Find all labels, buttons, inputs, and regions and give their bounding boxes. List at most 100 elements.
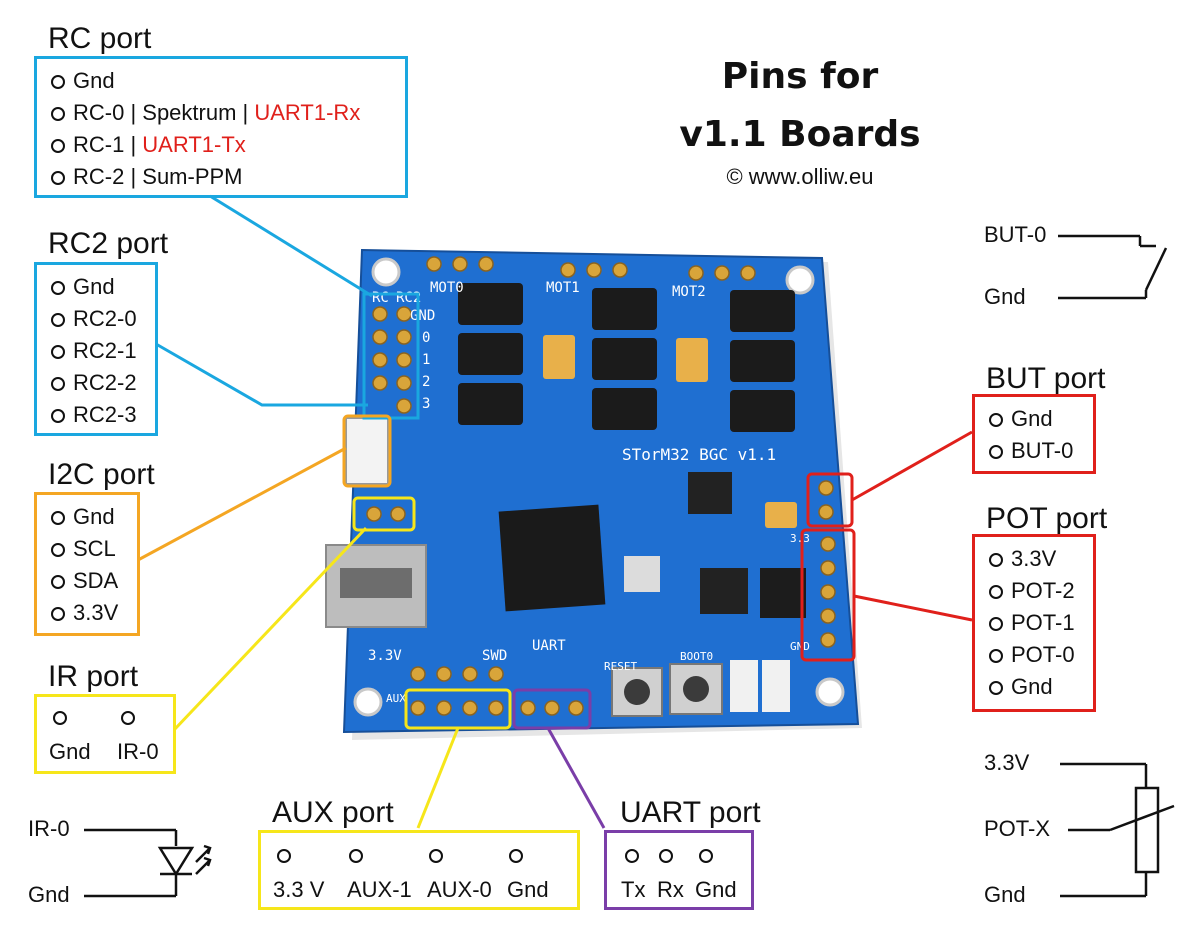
pot-pin: POT-0 [989, 639, 1093, 671]
pot-highlight [800, 528, 856, 662]
rc-pin-rc2: RC-2 | Sum-PPM [51, 161, 405, 193]
regulator-chip [688, 472, 732, 514]
rc2-port-title: RC2 port [48, 227, 169, 260]
rc2-line [155, 342, 368, 407]
ir-diode-schematic [84, 828, 212, 898]
pot-port-title: POT port [986, 502, 1108, 535]
ir-highlight [352, 496, 416, 532]
but-pin: Gnd [989, 403, 1093, 435]
i2c-line [137, 446, 347, 562]
copyright: © www.olliw.eu [726, 164, 874, 189]
i2c-pin: SDA [51, 565, 137, 597]
aux-pin-label: AUX-1 [347, 877, 412, 902]
pot-schematic-top-label: 3.3V [984, 750, 1030, 775]
rc-line [209, 194, 373, 298]
i2c-port-box: Gnd SCL SDA 3.3V [34, 492, 140, 636]
opamp-chip [760, 568, 806, 618]
but-port-box: Gnd BUT-0 [972, 394, 1096, 474]
silk-mot2: MOT2 [672, 284, 706, 300]
pin-headers [366, 256, 836, 716]
button-schematic [1058, 234, 1168, 300]
silk-swd: SWD [482, 648, 507, 664]
rc2-pin: RC2-2 [51, 367, 155, 399]
rc2-pin: Gnd [51, 271, 155, 303]
title-line-1: Pins for [721, 56, 879, 97]
ir-schematic-top-label: IR-0 [28, 816, 70, 841]
i2c-pin: 3.3V [51, 597, 137, 629]
but-port-title: BUT port [986, 362, 1106, 395]
tantalum-capacitors [543, 335, 797, 528]
but-pin: BUT-0 [989, 435, 1093, 467]
tactile-buttons [611, 663, 723, 717]
aux-pin-label: Gnd [507, 877, 549, 902]
uart-port-box: Tx Rx Gnd [604, 830, 754, 910]
ir-port-box: Gnd IR-0 [34, 694, 176, 774]
rc2-port-box: Gnd RC2-0 RC2-1 RC2-2 RC2-3 [34, 262, 158, 436]
svg-text:3: 3 [422, 396, 430, 412]
silk-reset: RESET [604, 660, 637, 673]
rc2-pin: RC2-0 [51, 303, 155, 335]
rc-pin-rc1: RC-1 | UART1-Tx [51, 129, 405, 161]
uart-port-title: UART port [620, 796, 761, 829]
uart-pin-label: Rx [657, 877, 684, 902]
rc-pin-rc0: RC-0 | Spektrum | UART1-Rx [51, 97, 405, 129]
i2c-port-title: I2C port [48, 458, 155, 491]
i2c-pin: Gnd [51, 501, 137, 533]
ir-pin-label: IR-0 [117, 739, 159, 764]
pot-line [853, 594, 973, 622]
mounting-holes [353, 257, 845, 717]
uart-line [546, 727, 606, 829]
aux-pin-label: 3.3 V [273, 877, 325, 902]
pot-pin: POT-2 [989, 575, 1093, 607]
silk-uart: UART [532, 638, 566, 654]
pot-pin: 3.3V [989, 543, 1093, 575]
svg-text:2: 2 [422, 374, 430, 390]
silk-rc: RC [372, 290, 389, 306]
rc-port-box: Gnd RC-0 | Spektrum | UART1-Rx RC-1 | UA… [34, 56, 408, 198]
button-schematic-top-label: BUT-0 [984, 222, 1047, 247]
pot-schematic-bottom-label: Gnd [984, 882, 1026, 907]
uart-highlight [512, 688, 592, 730]
ir-port-title: IR port [48, 660, 139, 693]
i2c-highlight [342, 414, 392, 488]
pot-schematic [1060, 762, 1175, 898]
title-line-2: v1.1 Boards [679, 114, 921, 155]
silk-33: 3.3 [790, 532, 810, 545]
silk-aux: AUX [386, 692, 406, 705]
ir-pin-circle [121, 711, 135, 725]
ir-pin-circle [53, 711, 67, 725]
diagram-title: Pins for v1.1 Boards [610, 48, 990, 164]
rc-port-title: RC port [48, 22, 152, 55]
rc2-pin: RC2-3 [51, 399, 155, 431]
silk-mot0: MOT0 [430, 280, 464, 296]
rc-pin-gnd: Gnd [51, 65, 405, 97]
silk-board-name: STorM32 BGC v1.1 [622, 445, 776, 464]
button-schematic-bottom-label: Gnd [984, 284, 1026, 309]
uart-pin-label: Gnd [695, 877, 737, 902]
aux-pin-label: AUX-0 [427, 877, 492, 902]
pot-port-box: 3.3V POT-2 POT-1 POT-0 Gnd [972, 534, 1096, 712]
silk-gnd2: GND [790, 640, 810, 653]
silk-gnd: GND [410, 308, 435, 324]
silk-mot1: MOT1 [546, 280, 580, 296]
silk-33v: 3.3V [368, 648, 402, 664]
uart-pin-label: Tx [621, 877, 646, 902]
svg-text:1: 1 [422, 352, 430, 368]
crystal [624, 556, 660, 592]
ir-schematic-bottom-label: Gnd [28, 882, 70, 907]
mcu-chip [498, 504, 606, 612]
pot-pin: Gnd [989, 671, 1093, 703]
rc2-pin: RC2-1 [51, 335, 155, 367]
motor-driver-chips [458, 283, 795, 432]
pot-schematic-middle-label: POT-X [984, 816, 1051, 841]
ir-line [172, 526, 368, 732]
aux-port-box: 3.3 V AUX-1 AUX-0 Gnd [258, 830, 580, 910]
but-line [851, 430, 973, 502]
i2c-connector [345, 417, 389, 485]
aux-line [416, 727, 460, 829]
aux-port-title: AUX port [272, 796, 394, 829]
pot-pin: POT-1 [989, 607, 1093, 639]
small-chip [700, 568, 748, 614]
i2c-pin: SCL [51, 533, 137, 565]
